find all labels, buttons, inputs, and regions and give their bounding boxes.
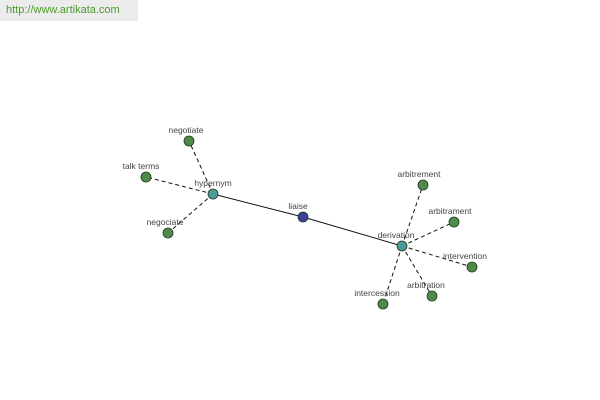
edge-derivation-intercession bbox=[382, 245, 403, 305]
node-talk-terms[interactable] bbox=[140, 171, 152, 183]
node-label-negotiate: negotiate bbox=[169, 125, 204, 135]
node-label-hypernym: hypernym bbox=[194, 178, 231, 188]
edge-derivation-intervention bbox=[401, 245, 473, 268]
node-intercession[interactable] bbox=[377, 298, 389, 310]
edge-derivation-arbitrament bbox=[401, 221, 455, 247]
labels-layer: liaise hypernym derivation negotiate talk te… bbox=[123, 125, 488, 298]
node-label-arbitrament: arbitrament bbox=[429, 206, 473, 216]
node-negotiate[interactable] bbox=[183, 135, 195, 147]
node-label-derivation: derivation bbox=[378, 230, 415, 240]
node-label-arbitrement: arbitrement bbox=[398, 169, 442, 179]
node-arbitration[interactable] bbox=[426, 290, 438, 302]
node-liaise[interactable] bbox=[297, 211, 309, 223]
edge-hypernym-negociate bbox=[167, 193, 214, 234]
edge-derivation-arbitrement bbox=[401, 184, 424, 247]
node-derivation[interactable] bbox=[396, 240, 408, 252]
node-label-negociate: negociate bbox=[147, 217, 184, 227]
node-hypernym[interactable] bbox=[207, 188, 219, 200]
edge-liaise-derivation bbox=[302, 216, 403, 247]
node-label-intercession: intercession bbox=[354, 288, 400, 298]
site-url-link[interactable]: http://www.artikata.com bbox=[0, 0, 138, 21]
edges-layer bbox=[145, 140, 473, 305]
node-arbitrement[interactable] bbox=[417, 179, 429, 191]
nodes-layer bbox=[140, 135, 478, 310]
node-label-intervention: intervention bbox=[443, 251, 487, 261]
node-intervention[interactable] bbox=[466, 261, 478, 273]
node-negociate[interactable] bbox=[162, 227, 174, 239]
node-label-arbitration: arbitration bbox=[407, 280, 445, 290]
node-arbitrament[interactable] bbox=[448, 216, 460, 228]
edge-hypernym-talk-terms bbox=[145, 176, 214, 195]
edge-liaise-hypernym bbox=[212, 193, 304, 218]
edge-derivation-arbitration bbox=[401, 245, 433, 297]
node-label-talk-terms: talk terms bbox=[123, 161, 160, 171]
node-label-liaise: liaise bbox=[288, 201, 308, 211]
edge-hypernym-negotiate bbox=[188, 140, 214, 195]
